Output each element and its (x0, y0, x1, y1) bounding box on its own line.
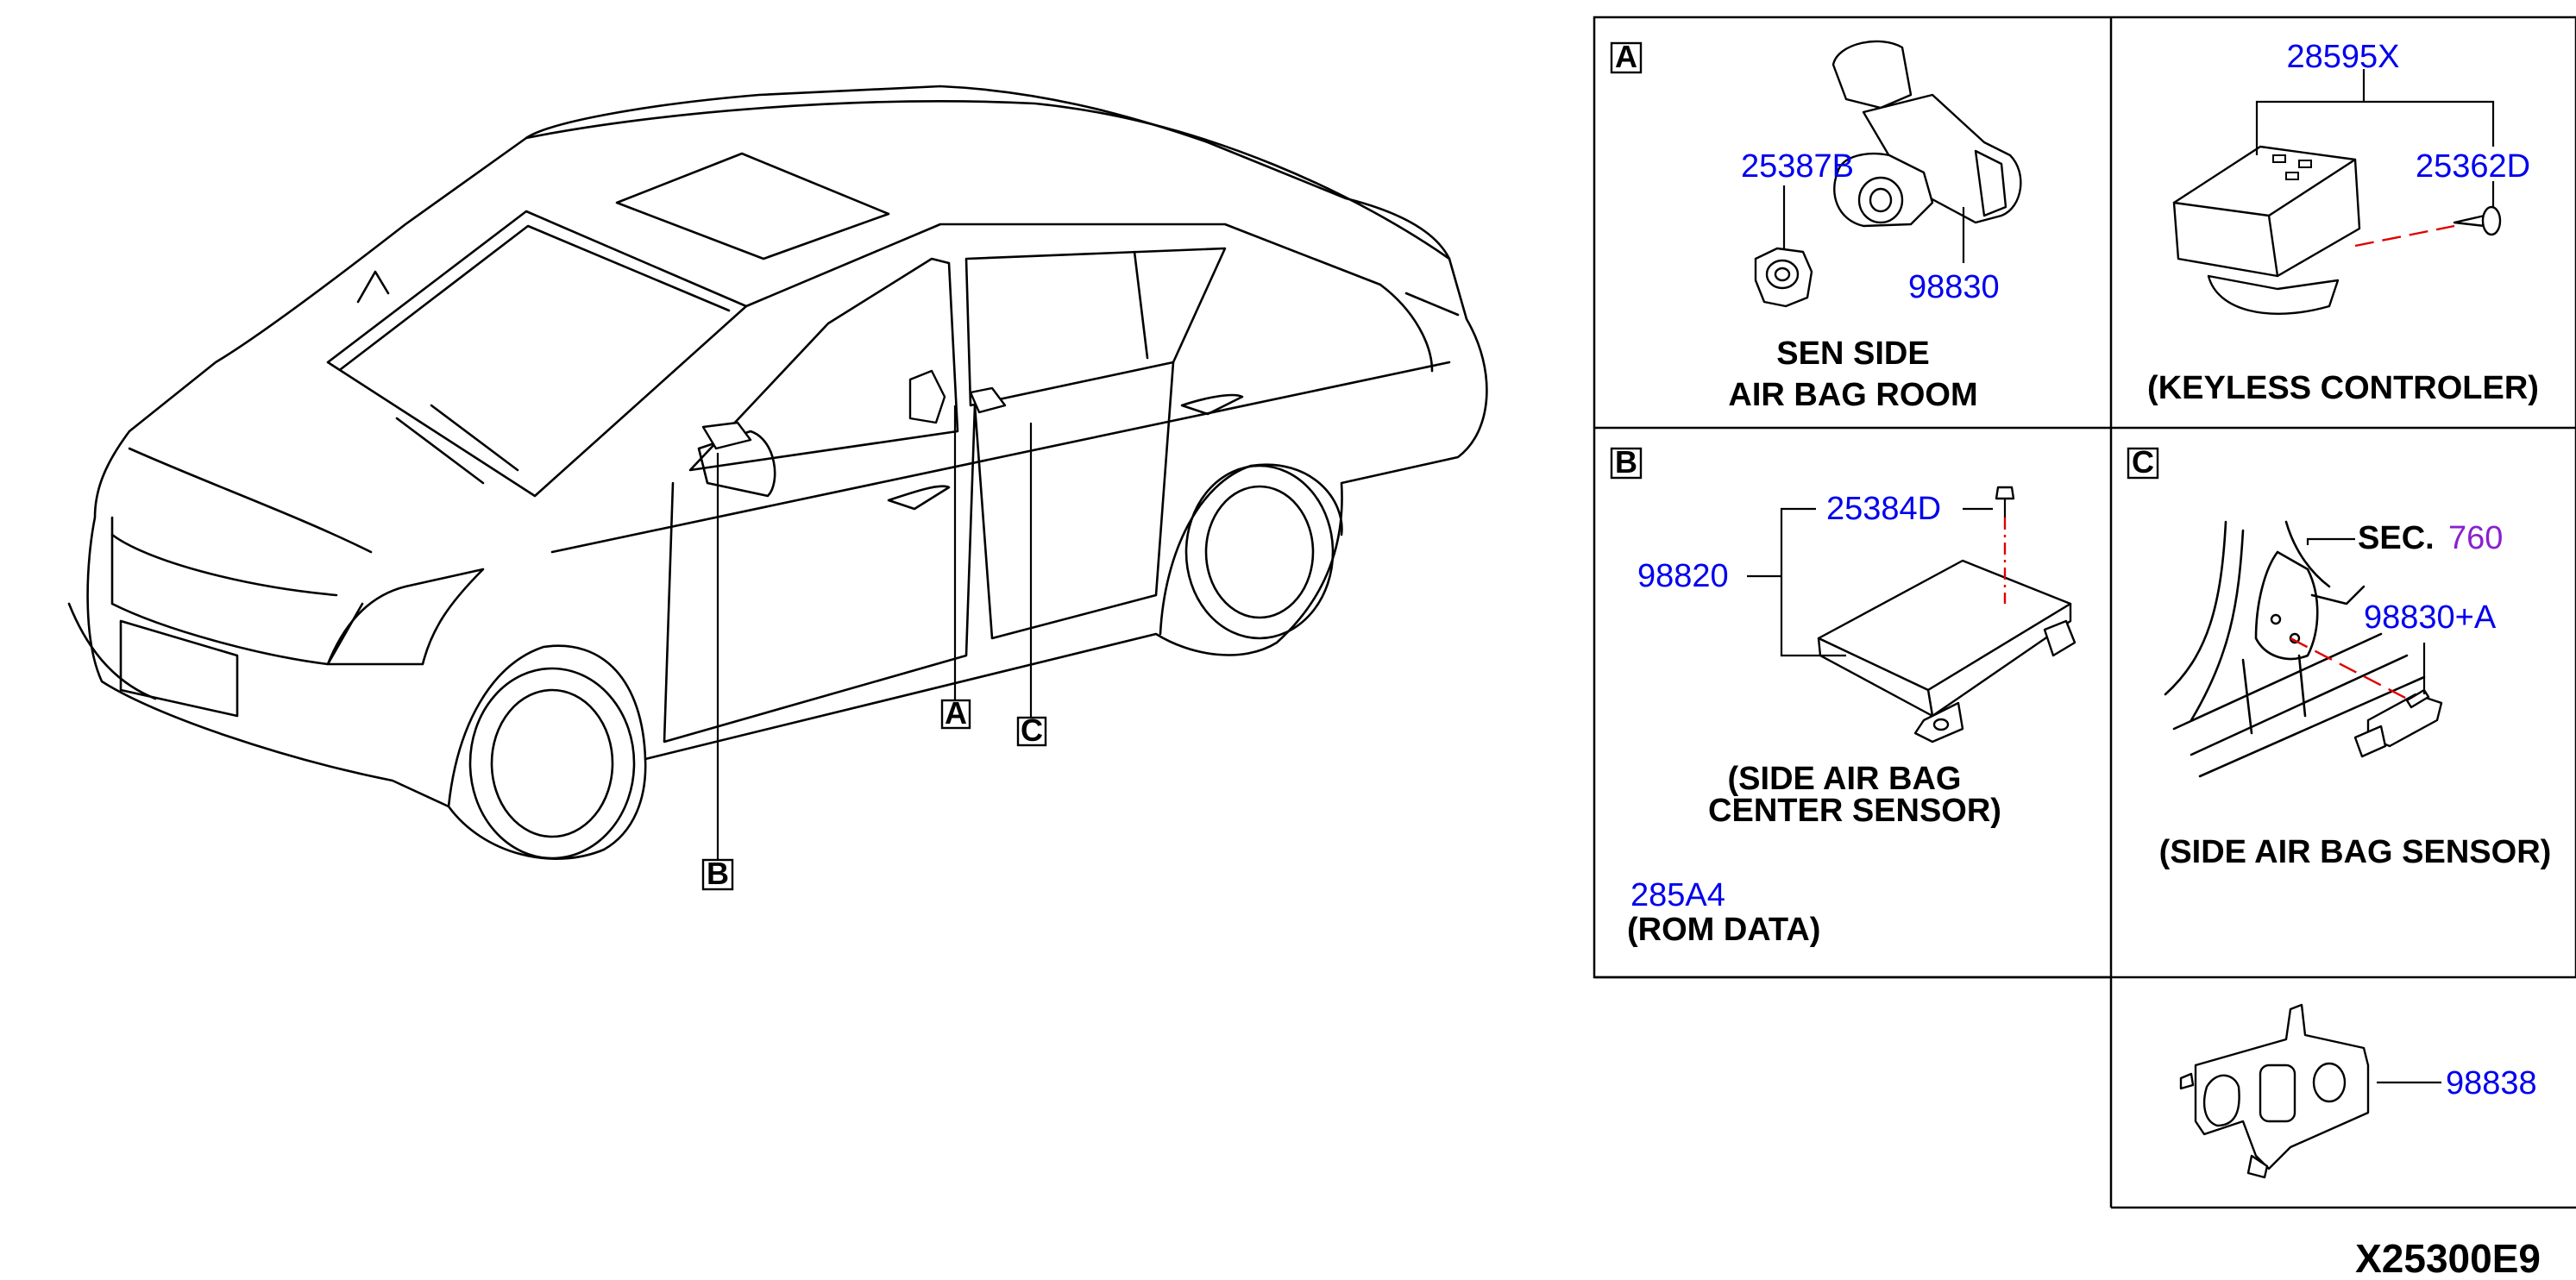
side-sensor-drawing (2353, 688, 2443, 758)
callout-b[interactable]: B (701, 856, 734, 891)
panel-c: C SEC. 760 98830+A (SIDE AIR BAG SENSOR) (2127, 444, 2552, 870)
callout-c[interactable]: C (1016, 712, 1047, 748)
center-sensor-unit-drawing (1817, 559, 2077, 744)
panel-bracket: 98838 (2179, 1003, 2537, 1179)
part-number-285A4[interactable]: 285A4 (1630, 877, 1725, 913)
sec-label: SEC. (2358, 520, 2435, 556)
panel-b: B 25384D 98820 (SIDE AIR BAG CENTER SENS… (1610, 444, 2077, 948)
part-number-25362D[interactable]: 25362D (2416, 148, 2530, 185)
part-number-25387B[interactable]: 25387B (1741, 148, 1854, 185)
body-pillar-drawing (2164, 520, 2426, 778)
screw-drawing (2453, 205, 2502, 236)
callout-a-letter: A (945, 695, 967, 731)
panel-b-title-line2: CENTER SENSOR) (1708, 793, 2001, 829)
car-illustration (67, 85, 1488, 860)
panel-grid (1593, 16, 2576, 1209)
bracket-drawing (2179, 1003, 2370, 1179)
panel-c-title: (SIDE AIR BAG SENSOR) (2159, 834, 2552, 870)
rom-data-label: (ROM DATA) (1627, 912, 1820, 948)
panel-c-letter-box: C (2127, 444, 2159, 480)
part-number-98838[interactable]: 98838 (2446, 1065, 2537, 1101)
part-number-98830A[interactable]: 98830+A (2364, 599, 2497, 636)
callout-a[interactable]: A (940, 695, 971, 731)
car-part-b (701, 421, 752, 450)
sec-760-link[interactable]: 760 (2448, 520, 2503, 556)
side-airbag-sensor-drawing (1831, 40, 2022, 228)
diagram-code: X25300E9 (2355, 1236, 2541, 1280)
keyless-controller-drawing (2172, 145, 2361, 316)
panel-b-title-line1: (SIDE AIR BAG (1728, 761, 1962, 797)
bolt-drawing (1995, 486, 2015, 518)
panel-b-letter-box: B (1610, 444, 1643, 480)
panel-a: A 25387B 98830 SEN SIDE AIR BAG ROOM (1610, 39, 2022, 413)
callout-c-letter: C (1021, 712, 1043, 748)
panel-b-letter: B (1615, 444, 1637, 480)
panel-a-title-line2: AIR BAG ROOM (1728, 377, 1977, 413)
car-callouts: A C B (701, 369, 1047, 891)
part-number-98830[interactable]: 98830 (1908, 269, 2000, 305)
car-part-c (969, 386, 1007, 414)
car-part-a (908, 369, 946, 424)
part-number-28595X[interactable]: 28595X (2286, 39, 2399, 75)
panel-keyless: 28595X 25362D (KEYLESS CONTROLER) (2147, 39, 2539, 406)
part-number-25384D[interactable]: 25384D (1826, 491, 1941, 527)
panel-c-letter: C (2132, 444, 2154, 480)
keyless-title: (KEYLESS CONTROLER) (2147, 370, 2539, 406)
flange-nut-drawing (1754, 247, 1813, 308)
part-number-98820[interactable]: 98820 (1637, 558, 1729, 594)
callout-b-letter: B (707, 856, 729, 891)
panel-a-letter-box: A (1610, 39, 1643, 74)
panel-a-letter: A (1615, 39, 1637, 74)
panel-a-title-line1: SEN SIDE (1776, 336, 1929, 372)
